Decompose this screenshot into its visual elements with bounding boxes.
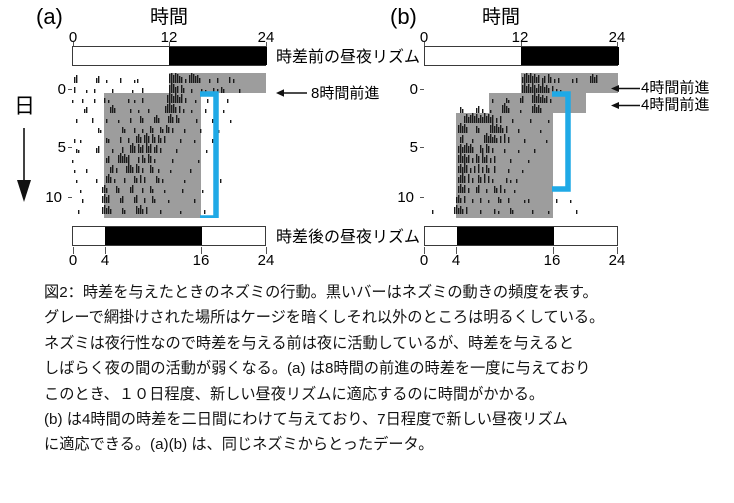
day-axis-arrow-icon — [17, 128, 31, 202]
panel-b-bottom-tickmark-16 — [552, 247, 554, 254]
panel-a-tag: (a) — [36, 4, 63, 29]
panel-b-postfade-lightdark-bar — [423, 226, 618, 246]
panel-a-top-tickmark-12 — [169, 42, 170, 49]
panel-b-bottom-tick-24: 24 — [608, 252, 626, 269]
panel-a-bottom-tickmark-16 — [201, 247, 202, 254]
panel-b-y-tick-5: 5 — [409, 139, 418, 156]
panel-a-bottom-tick-24: 24 — [257, 252, 275, 269]
panel-b-adaptation-bracket — [551, 91, 571, 192]
left-arrow-icon — [611, 84, 640, 92]
panel-a-bottom-tick-0: 0 — [68, 252, 78, 269]
caption-line-1: 図2：時差を与えたときのネズミの行動。黒いバーはネズミの動きの頻度を表す。 — [44, 284, 598, 301]
panel-a-y-tickmark-5 — [68, 147, 72, 148]
panel-b-top-tick-24: 24 — [608, 29, 626, 46]
panel-b-bottom-tick-4: 4 — [451, 252, 461, 269]
panel-a-top-tickmark-0 — [72, 42, 74, 49]
panel-a-prefade-lightdark-bar — [72, 46, 267, 66]
left-arrow-icon — [611, 101, 640, 109]
panel-b-shift-arrow-1: 4時間前進 — [611, 96, 709, 114]
caption-line-3: ネズミは夜行性なので時差を与える前は夜に活動しているが、時差を与えると — [44, 334, 574, 352]
panel-a-y-tickmark-10 — [68, 197, 72, 198]
day-axis: 日 — [6, 96, 46, 206]
panel-b-top-dark-phase — [520, 47, 619, 65]
panel-a-bottom-tickmark-4 — [104, 247, 106, 254]
panel-b-top-tickmark-12 — [520, 42, 522, 49]
panel-b-bottom-tickmark-4 — [456, 247, 457, 254]
panel-b-y-tickmark-0 — [420, 89, 424, 90]
panel-b-y-tickmark-10 — [420, 197, 424, 198]
panel-a-top-tick-0: 0 — [68, 29, 78, 46]
panel-b-shift-arrow-0: 4時間前進 — [611, 79, 709, 97]
panel-b-shift-arrow-1-label: 4時間前進 — [641, 96, 710, 114]
panel-a-top-tick-12: 12 — [160, 29, 178, 46]
panel-a-y-tick-5: 5 — [57, 139, 66, 156]
panel-b-shade-step-1 — [488, 93, 586, 113]
figure-actograms: 日 (a) 時間 0 12 24 時差前の昼夜リズム 0 5 10 — [0, 0, 734, 278]
panel-b-shift-arrow-0-label: 4時間前進 — [641, 79, 710, 97]
panel-b-top-tickmark-24 — [617, 42, 618, 49]
panel-a-postfade-lightdark-bar — [72, 226, 266, 246]
panel-a-y-tick-10: 10 — [45, 189, 62, 206]
panel-a-y-tickmark-0 — [68, 89, 72, 90]
panel-a-bottom-tick-4: 4 — [100, 252, 110, 269]
panel-b-bottom-tickmark-0 — [424, 247, 425, 254]
panel-b-top-tick-12: 12 — [511, 29, 529, 46]
panel-a-actogram — [72, 73, 272, 218]
panel-b-prefade-lightdark-bar — [423, 46, 619, 66]
panel-b-y-tick-10: 10 — [397, 189, 414, 206]
panel-b-y-tick-0: 0 — [409, 81, 418, 98]
panel-a-bottom-tick-16: 16 — [192, 252, 210, 269]
panel-b-bottom-tickmark-24 — [617, 247, 618, 254]
panel-b: (b) 時間 0 12 24 0 5 10 — [380, 0, 734, 278]
caption-line-4: しばらく夜の間の活動が弱くなる。(a) は8時間の前進の時差を一度に与えており — [44, 360, 591, 378]
caption-line-5: このとき、１０日程度、新しい昼夜リズムに適応するのに時間がかかる。 — [44, 385, 545, 403]
panel-a-top-tick-24: 24 — [257, 29, 275, 46]
caption-line-7: に適応できる。(a)(b) は、同じネズミからとったデータ。 — [44, 436, 434, 454]
panel-a-shift-arrow-0-label: 8時間前進 — [311, 84, 380, 102]
panel-b-top-tick-0: 0 — [419, 29, 429, 46]
panel-a-axis-title: 時間 — [149, 7, 188, 28]
figure-caption: 図2：時差を与えたときのネズミの行動。黒いバーはネズミの動きの頻度を表す。 グレ… — [0, 280, 734, 458]
panel-b-bottom-dark-phase — [456, 227, 554, 245]
panel-b-axis-title: 時間 — [481, 7, 520, 28]
panel-b-actogram — [424, 73, 624, 218]
left-arrow-icon — [276, 89, 307, 97]
panel-b-y-tickmark-5 — [420, 147, 424, 148]
panel-a-y-tick-0: 0 — [57, 81, 66, 98]
panel-b-bottom-tick-16: 16 — [543, 252, 561, 269]
panel-a-top-bar-label: 時差前の昼夜リズム — [276, 49, 421, 66]
panel-a: (a) 時間 0 12 24 時差前の昼夜リズム 0 5 10 — [0, 0, 420, 278]
panel-b-bottom-tick-0: 0 — [419, 252, 429, 269]
panel-b-tag: (b) — [390, 4, 417, 29]
panel-a-bottom-tickmark-24 — [265, 247, 267, 254]
caption-line-2: グレーで網掛けされた場所はケージを暗くしそれ以外のところは明るくしている。 — [44, 309, 605, 327]
panel-a-bottom-tickmark-0 — [72, 247, 74, 254]
panel-a-bottom-bar-label: 時差後の昼夜リズム — [276, 229, 421, 246]
panel-a-top-dark-phase — [169, 47, 267, 65]
panel-a-shift-arrow-0: 8時間前進 — [276, 84, 379, 102]
day-axis-label: 日 — [14, 95, 35, 118]
panel-a-bottom-dark-phase — [105, 227, 202, 245]
panel-a-top-tickmark-24 — [265, 42, 267, 49]
panel-a-activity-traces — [72, 73, 241, 214]
panel-b-activity-traces — [431, 73, 597, 214]
panel-a-adaptation-bracket — [200, 91, 219, 218]
panel-b-top-tickmark-0 — [424, 42, 425, 49]
caption-line-6: (b) は4時間の時差を二日間にわけて与えており、7日程度で新しい昼夜リズム — [44, 411, 568, 429]
